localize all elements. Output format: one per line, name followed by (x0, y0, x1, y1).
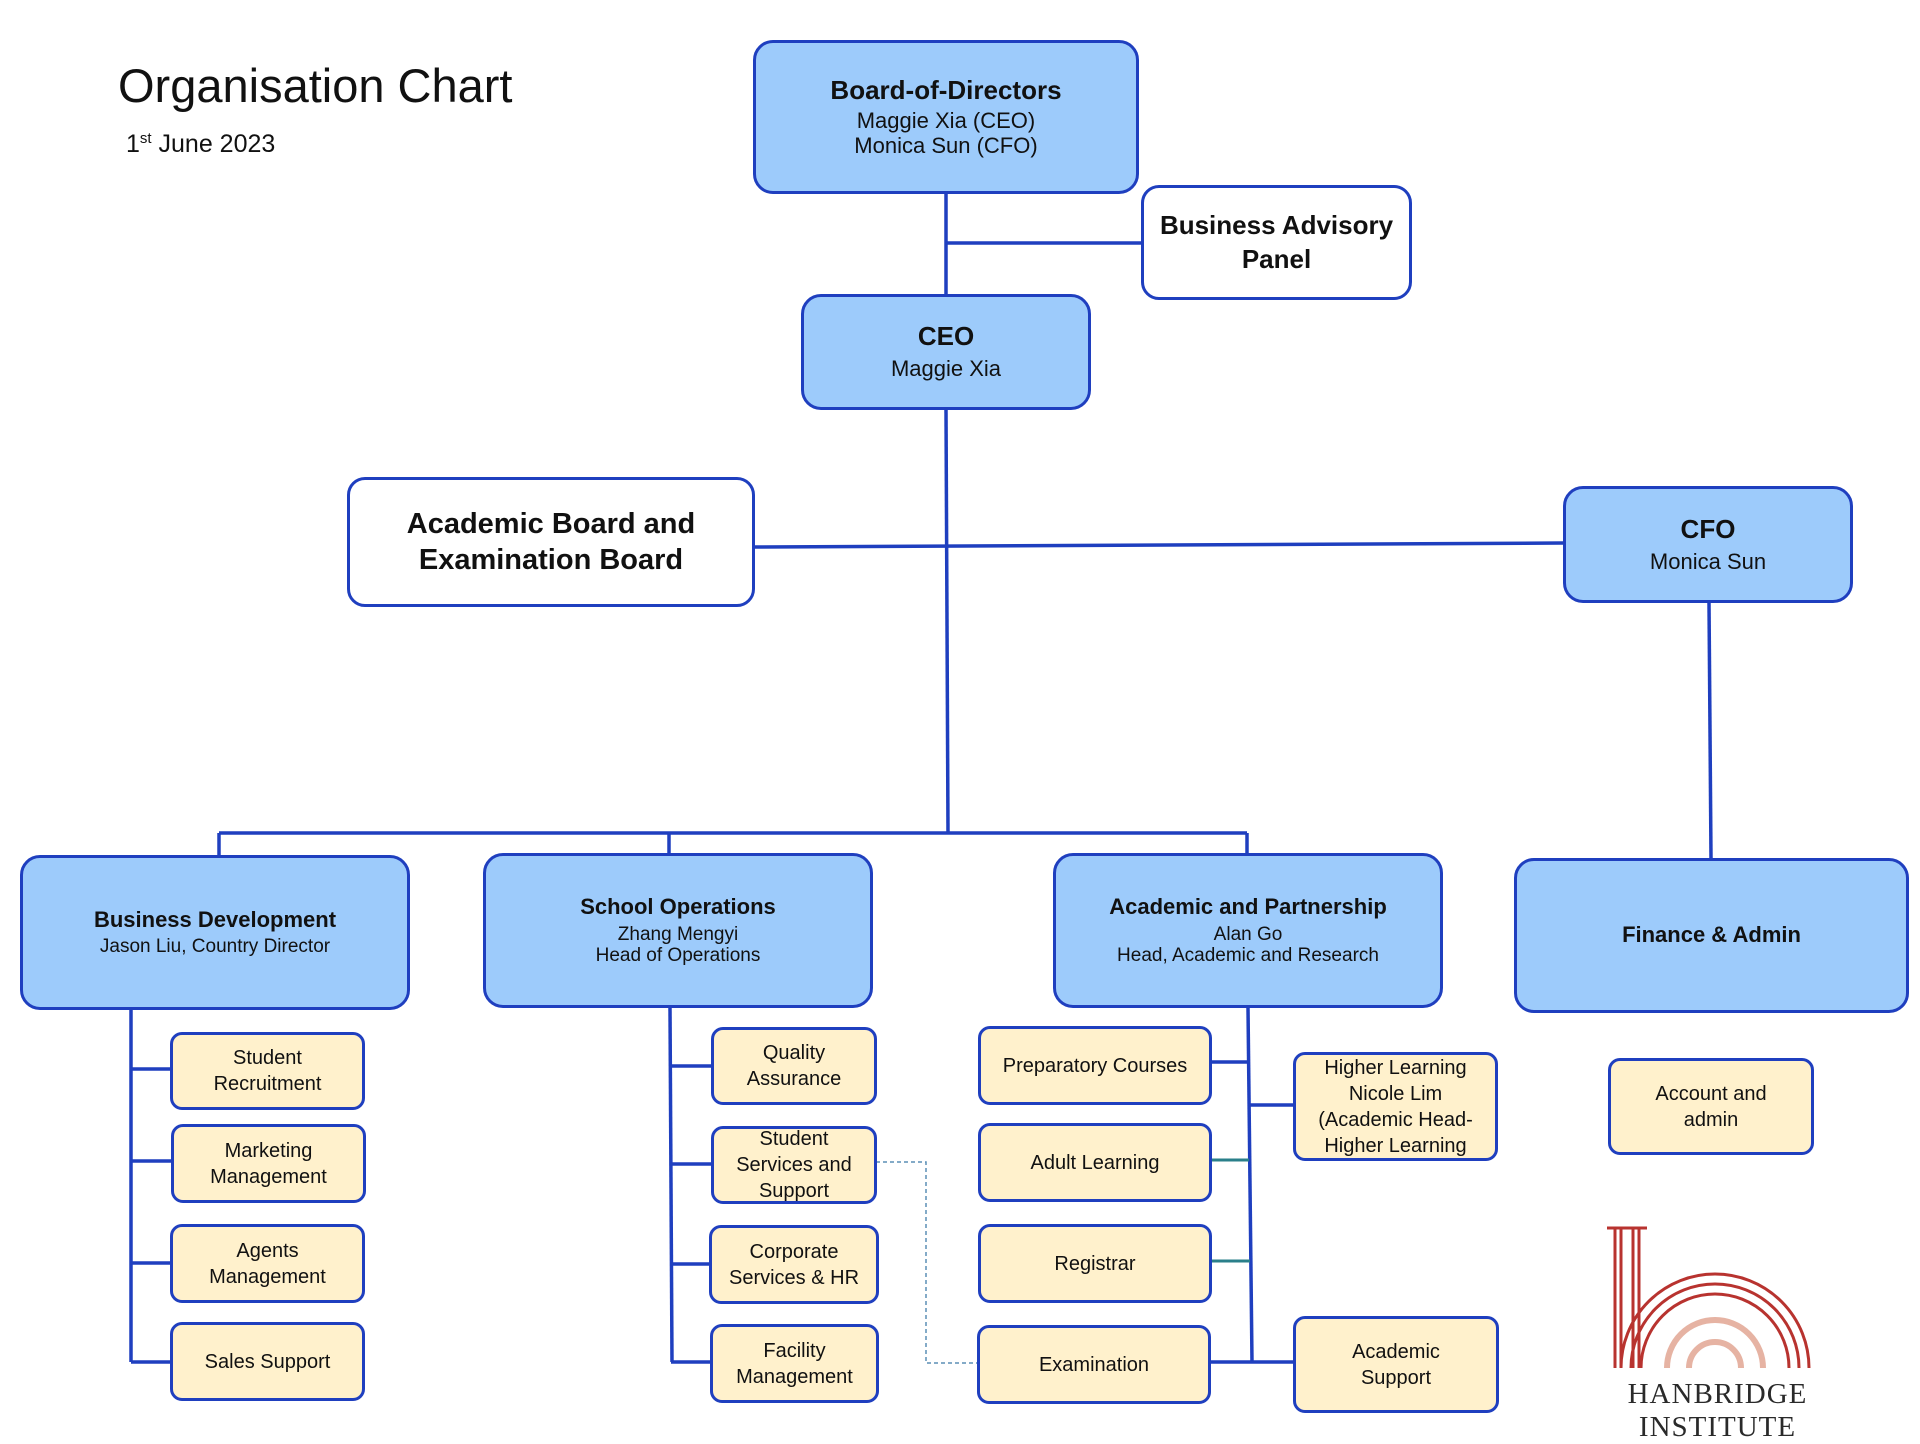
unit-sales-support: Sales Support (170, 1322, 365, 1401)
unit-marketing-management: Marketing Management (171, 1124, 366, 1203)
academic-board-cfo-line (754, 541, 1564, 549)
board-member-1: Maggie Xia (CEO) (856, 107, 1036, 133)
board-title: Board-of-Directors (830, 74, 1062, 105)
unit-academic-support: Academic Support (1293, 1316, 1499, 1413)
ops-spine (668, 1007, 674, 1363)
page-title: Organisation Chart (118, 59, 513, 112)
unit-student-recruitment: Student Recruitment (170, 1032, 365, 1110)
academic-board-box: Academic Board and Examination Board (347, 477, 755, 607)
chart-date: 1st June 2023 (126, 130, 276, 158)
business-advisory-panel-box: Business Advisory Panel (1141, 185, 1412, 300)
unit-facility-management: Facility Management (710, 1324, 879, 1403)
board-member-2: Monica Sun (CFO) (854, 132, 1038, 158)
board-of-directors-box: Board-of-Directors Maggie Xia (CEO) Moni… (753, 40, 1139, 194)
business-development-box: Business Development Jason Liu, Country … (20, 855, 410, 1010)
unit-higher-learning: Higher Learning Nicole Lim (Academic Hea… (1293, 1052, 1498, 1161)
unit-student-services-support: Student Services and Support (711, 1126, 877, 1204)
ceo-trunk-line (944, 409, 950, 834)
unit-agents-management: Agents Management (170, 1224, 365, 1303)
finance-admin-box: Finance & Admin (1514, 858, 1909, 1013)
academic-spine (1246, 1007, 1254, 1363)
ceo-box: CEO Maggie Xia (801, 294, 1091, 410)
hanbridge-logo-icon (1607, 1226, 1811, 1369)
unit-quality-assurance: Quality Assurance (711, 1027, 877, 1105)
school-operations-box: School Operations Zhang Mengyi Head of O… (483, 853, 873, 1008)
hanbridge-logo-text: HANBRIDGE INSTITUTE (1627, 1378, 1808, 1443)
unit-adult-learning: Adult Learning (978, 1123, 1212, 1202)
ceo-name: Maggie Xia (890, 356, 1002, 382)
cfo-name: Monica Sun (1649, 548, 1767, 574)
unit-account-and-admin: Account and admin (1608, 1058, 1814, 1155)
unit-corporate-services-hr: Corporate Services & HR (709, 1225, 879, 1304)
unit-examination: Examination (977, 1325, 1211, 1404)
ceo-title: CEO (917, 321, 975, 352)
cfo-box: CFO Monica Sun (1563, 486, 1853, 603)
unit-registrar: Registrar (978, 1224, 1212, 1303)
academic-partnership-box: Academic and Partnership Alan Go Head, A… (1053, 853, 1443, 1008)
cfo-to-finance-line (1707, 602, 1713, 859)
unit-preparatory-courses: Preparatory Courses (978, 1026, 1212, 1105)
dotted-link-student-services-examination (876, 1161, 977, 1364)
cfo-title: CFO (1680, 513, 1736, 544)
